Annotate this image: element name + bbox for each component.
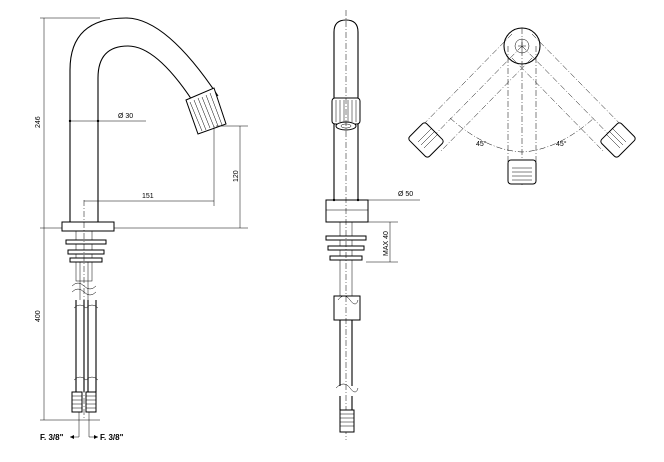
front-view bbox=[325, 10, 369, 440]
connection-right-label: F. 3/8" bbox=[100, 433, 124, 442]
dim-body-diameter: Ø 50 bbox=[398, 191, 413, 198]
dim-total-height: 246 bbox=[35, 116, 42, 128]
front-hose-fitting bbox=[339, 409, 355, 433]
aerator-head bbox=[185, 87, 227, 135]
front-view-dimensions: Ø 50 MAX 40 bbox=[332, 191, 420, 263]
side-view-dimensions: 246 400 Ø 30 120 151 bbox=[35, 17, 248, 421]
hose-fitting-right bbox=[85, 391, 97, 413]
mount-washer bbox=[65, 239, 107, 245]
dim-spout-drop: 120 bbox=[233, 170, 240, 182]
dim-base-height: 400 bbox=[35, 310, 42, 322]
dim-reach: 151 bbox=[142, 193, 154, 200]
dim-pipe-diameter: Ø 30 bbox=[118, 113, 133, 120]
dim-max-deck: MAX 40 bbox=[383, 231, 390, 256]
connection-left-label: F. 3/8" bbox=[40, 433, 64, 442]
angle-left-label: 45° bbox=[476, 140, 487, 148]
top-view: 45° 45° bbox=[408, 27, 636, 185]
angle-right-label: 45° bbox=[556, 140, 567, 148]
side-view bbox=[61, 17, 227, 420]
base-ring bbox=[61, 221, 115, 232]
connection-labels: F. 3/8" F. 3/8" bbox=[40, 412, 124, 442]
front-body-ring bbox=[325, 199, 369, 223]
hose-fitting-left bbox=[71, 391, 83, 413]
